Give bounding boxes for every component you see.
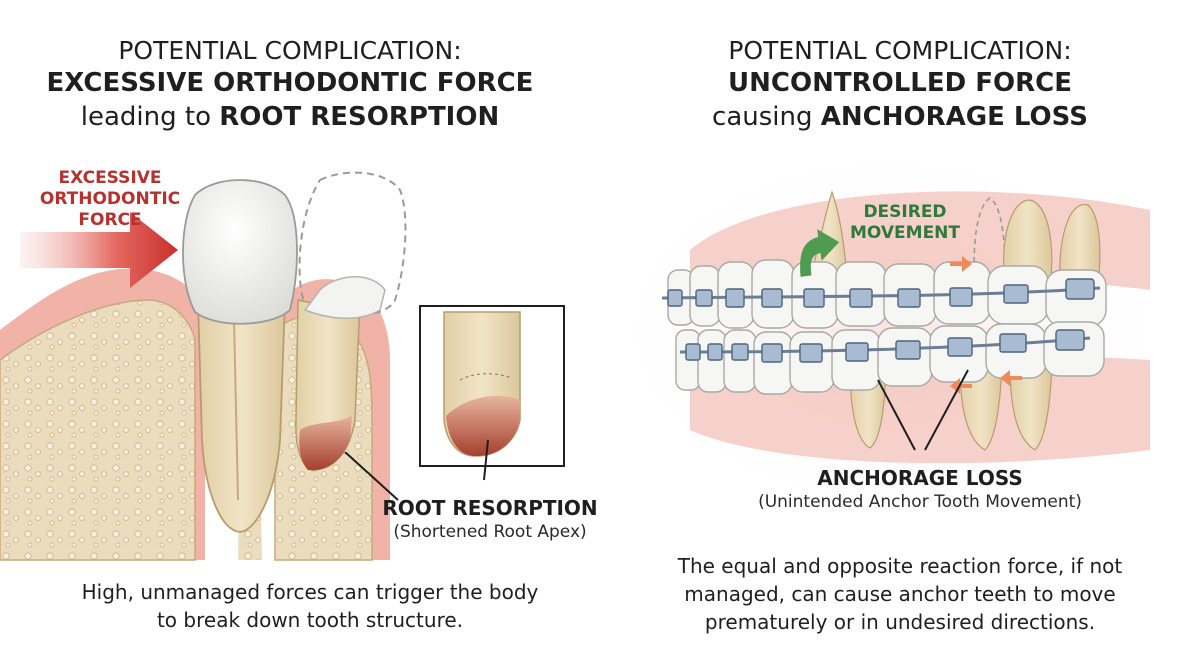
anchorage-loss-callout-title: ANCHORAGE LOSS xyxy=(817,466,1023,490)
right-caption: The equal and opposite reaction force, i… xyxy=(640,552,1160,636)
root-resorption-callout-sub: (Shortened Root Apex) xyxy=(393,522,587,542)
left-title-line1: POTENTIAL COMPLICATION: xyxy=(118,36,462,65)
right-caption-line2: managed, can cause anchor teeth to move xyxy=(684,582,1116,606)
excessive-force-label-line3: FORCE xyxy=(78,210,142,230)
right-title-line3-prefix: causing xyxy=(712,102,821,132)
left-title-line2: EXCESSIVE ORTHODONTIC FORCE xyxy=(46,68,534,98)
left-title-line3-prefix: leading to xyxy=(80,102,220,132)
right-title-line2: UNCONTROLLED FORCE xyxy=(728,68,1072,98)
desired-movement-label-line1: DESIRED xyxy=(863,202,947,222)
lower-archwire xyxy=(679,336,1091,354)
left-caption: High, unmanaged forces can trigger the b… xyxy=(40,578,580,634)
desired-movement-label-line2: MOVEMENT xyxy=(849,223,961,243)
left-caption-line2: to break down tooth structure. xyxy=(156,608,464,632)
right-caption-line3: prematurely or in undesired directions. xyxy=(704,610,1096,634)
left-title-line3-bold: ROOT RESORPTION xyxy=(219,102,500,132)
desired-movement-label: DESIRED MOVEMENT xyxy=(840,202,970,244)
excessive-force-label: EXCESSIVE ORTHODONTIC FORCE xyxy=(30,168,190,231)
right-title-line3: causing ANCHORAGE LOSS xyxy=(650,102,1150,132)
anchorage-loss-callout-sub: (Unintended Anchor Tooth Movement) xyxy=(758,492,1082,512)
right-caption-line1: The equal and opposite reaction force, i… xyxy=(677,554,1123,578)
left-tooth-diagram xyxy=(0,171,565,561)
excessive-force-label-line2: ORTHODONTIC xyxy=(39,189,181,209)
upper-archwire xyxy=(661,286,1101,300)
right-title-line1: POTENTIAL COMPLICATION: xyxy=(728,36,1072,65)
desired-movement-arrow xyxy=(800,229,840,277)
force-arrow xyxy=(20,212,178,288)
right-braces-diagram xyxy=(630,160,1150,500)
right-title-line3-bold: ANCHORAGE LOSS xyxy=(820,102,1088,132)
excessive-force-label-line1: EXCESSIVE xyxy=(58,168,162,188)
root-resorption-callout-title: ROOT RESORPTION xyxy=(382,496,598,520)
left-title-line3: leading to ROOT RESORPTION xyxy=(40,102,540,132)
reaction-force-arrows xyxy=(950,256,1022,394)
left-caption-line1: High, unmanaged forces can trigger the b… xyxy=(81,580,539,604)
